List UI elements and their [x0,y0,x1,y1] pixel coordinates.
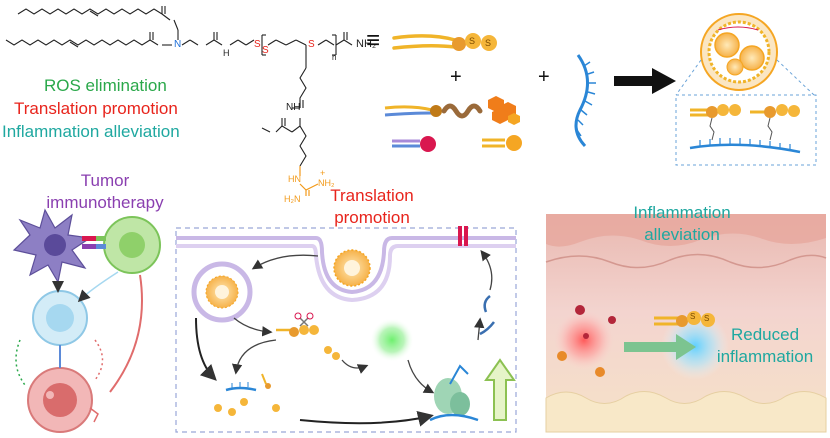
label-reduced: Reduced [730,325,800,344]
mrna-icon [574,54,596,148]
t-cell-green [103,216,161,274]
title-immunotherapy: immunotherapy [46,193,164,212]
guanidine-group [299,166,319,196]
subscript-n: n [332,53,337,62]
guanidine-plus: + [320,168,326,178]
skin-fat-layer [545,391,827,433]
guanidine-h2n: H₂N [284,194,301,204]
skin-lipid-motif [654,311,715,327]
released-mrna [214,373,280,416]
lnp-nanoparticle [700,13,778,91]
zoom-lines [675,59,817,166]
sulfur-atom: S [254,39,261,50]
reduction-arrow [624,334,696,360]
guanidine-nh2: NH₂ [318,178,335,188]
sulfur-atom: S [308,39,315,50]
label-inflammation: inflammation [716,347,814,366]
motif-s-label: S [485,38,492,48]
nitrogen-atom: N [174,39,182,50]
lipid-motif-icon [392,33,497,51]
skin-epidermis [546,214,826,247]
title-inflammation: Inflammation [633,203,731,222]
t-cell-blue [32,290,88,346]
ribosome [429,364,479,422]
lipid-structure [5,6,353,167]
translation-up-arrow [484,358,516,421]
cholesterol-icon [488,96,520,125]
endocytosed-lnp [333,249,371,287]
carbamate-h: H [223,48,230,58]
skin-motif-s-label: S [690,312,696,321]
motif-s-label: S [469,36,476,46]
label-translation-promotion: Translation promotion [14,99,178,118]
ros-glow [370,318,414,362]
title-promotion: promotion [334,208,410,227]
nh-label: NH [286,102,301,113]
equivalence-symbol: ≡ [366,27,381,54]
protein-strands [479,295,495,336]
plus-sign: + [450,66,462,88]
pathway-arrows [195,249,493,427]
plus-sign: + [538,66,550,88]
cell-membrane [176,236,516,303]
lnp-detail [689,104,801,154]
title-translation: Translation [330,186,414,205]
dendritic-cell [12,208,92,284]
reduced-glow [661,312,729,380]
skin-dermis-line [545,253,827,269]
inflammation-particles [557,305,616,377]
skin-motif-s-label: S [704,314,710,323]
title-alleviation: alleviation [644,225,720,244]
immune-arrows [15,271,143,423]
assembly-arrow [614,68,676,94]
inflamed-glow [554,310,614,370]
title-tumor: Tumor [80,171,130,190]
component-group [384,96,522,152]
guanidine-hn: HN [288,174,301,184]
label-inflammation-alleviation: Inflammation alleviation [2,122,180,141]
tumor-cell [27,367,93,433]
endosome [191,261,253,323]
tcr-link [82,236,106,249]
label-ros-elimination: ROS elimination [44,76,167,95]
receptor-icon [458,226,468,246]
sulfur-atom: S [262,45,269,56]
nh2-label: NH₂ [356,38,377,50]
disulfide-cleavage [276,312,340,360]
